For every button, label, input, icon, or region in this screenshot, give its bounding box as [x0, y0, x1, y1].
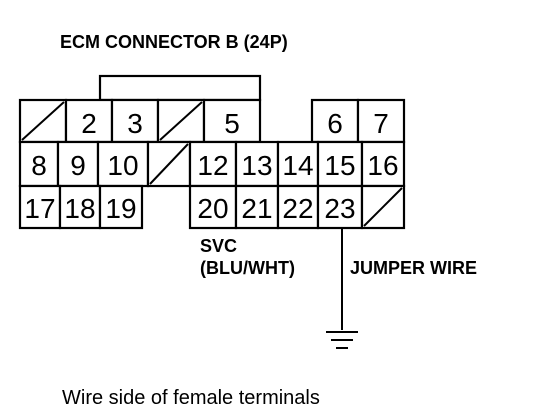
pin-19-label: 19 [105, 193, 136, 224]
cavity-24-blank-slash [363, 187, 403, 227]
pin-3-label: 3 [127, 108, 143, 139]
pin-20-label: 20 [197, 193, 228, 224]
cavity-1-blank-slash [21, 101, 65, 141]
pin-18-label: 18 [64, 193, 95, 224]
jumper-wire-label: JUMPER WIRE [350, 258, 477, 278]
svc-wire-color: (BLU/WHT) [200, 258, 295, 278]
pin-14-label: 14 [282, 150, 313, 181]
pin-8-label: 8 [31, 150, 47, 181]
pin-15-label: 15 [324, 150, 355, 181]
row-2: 8 9 10 12 13 14 15 16 [18, 140, 406, 188]
pin-17-label: 17 [24, 193, 55, 224]
pin-6 [310, 98, 360, 144]
pin-21 [234, 184, 280, 230]
pin-9-label: 9 [70, 150, 86, 181]
caption: Wire side of female terminals [62, 387, 320, 409]
pin-6-label: 6 [327, 108, 343, 139]
pin-13-label: 13 [241, 150, 272, 181]
pin-10-label: 10 [107, 150, 138, 181]
pin-21-label: 21 [241, 193, 272, 224]
pin-16-label: 16 [367, 150, 398, 181]
pin-15 [316, 140, 364, 188]
connector-title: ECM CONNECTOR B (24P) [60, 32, 288, 52]
pin-12-label: 12 [197, 150, 228, 181]
pin-2 [64, 98, 114, 144]
connector-lock-tab [98, 74, 262, 102]
svc-label: SVC [200, 236, 237, 256]
pin-18 [58, 184, 102, 230]
cavity-4-blank-slash [159, 101, 203, 141]
pin-19 [98, 184, 144, 230]
pin-17 [18, 184, 62, 230]
pin-12 [188, 140, 238, 188]
pin-22-label: 22 [282, 193, 313, 224]
row-3: 17 18 19 20 21 22 23 [18, 184, 406, 230]
pin-7 [356, 98, 406, 144]
row-1: 2 3 5 6 7 [18, 98, 406, 144]
pin-23 [316, 184, 364, 230]
pin-2-label: 2 [81, 108, 97, 139]
pin-5 [202, 98, 262, 144]
pin-7-label: 7 [373, 108, 389, 139]
pin-22 [276, 184, 320, 230]
cavity-11-blank-slash [149, 143, 189, 185]
ground-icon [326, 331, 358, 349]
pin-23-label: 23 [324, 193, 355, 224]
pin-14 [276, 140, 320, 188]
pin-5-label: 5 [224, 108, 240, 139]
